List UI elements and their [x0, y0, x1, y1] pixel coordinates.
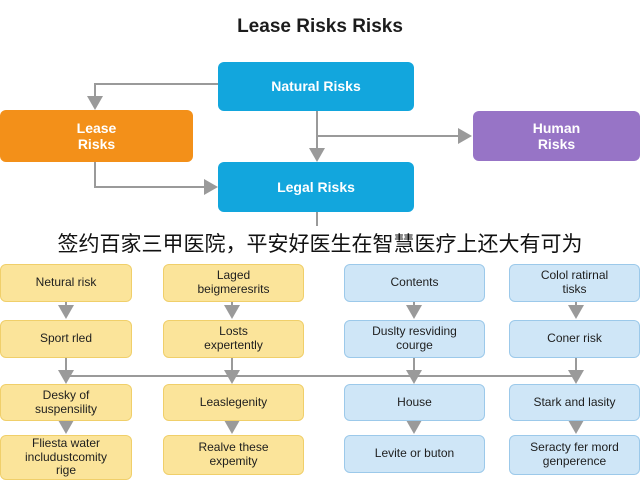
grid-cell: Coner risk	[509, 320, 640, 358]
legal-risks-node: Legal Risks	[218, 162, 414, 212]
caption-overlay: 签约百家三甲医院，平安好医生在智慧医疗上还大有可为	[0, 226, 640, 260]
grid-cell: Duslty resviding courge	[344, 320, 485, 358]
grid-cell: Sport rled	[0, 320, 132, 358]
grid-cell: Losts expertently	[163, 320, 304, 358]
connector-natural-to-lease	[87, 83, 218, 110]
natural-risks-node: Natural Risks	[218, 62, 414, 111]
grid-cell: Stark and lasity	[509, 384, 640, 421]
human-risks-node: Human Risks	[473, 111, 640, 161]
grid-cell: Levite or buton	[344, 435, 485, 473]
grid-cell: Realve these expemity	[163, 435, 304, 475]
grid-cell: Desky of suspensility	[0, 384, 132, 421]
diagram-title: Lease Risks Risks	[237, 16, 403, 37]
grid-cell: Contents	[344, 264, 485, 302]
connector-lease-to-legal	[94, 162, 218, 195]
grid-cell: Laged beigmeresrits	[163, 264, 304, 302]
connector-row2-bus	[65, 358, 576, 377]
grid-cell: Seracty fer mord genperence	[509, 435, 640, 475]
grid-cell: Colol ratirnal tisks	[509, 264, 640, 302]
grid-cell: Leaslegenity	[163, 384, 304, 421]
grid-cell: Netural risk	[0, 264, 132, 302]
grid-cell: House	[344, 384, 485, 421]
grid-cell: Fliesta water includustcomity rige	[0, 435, 132, 480]
lease-risks-node: Lease Risks	[0, 110, 193, 162]
